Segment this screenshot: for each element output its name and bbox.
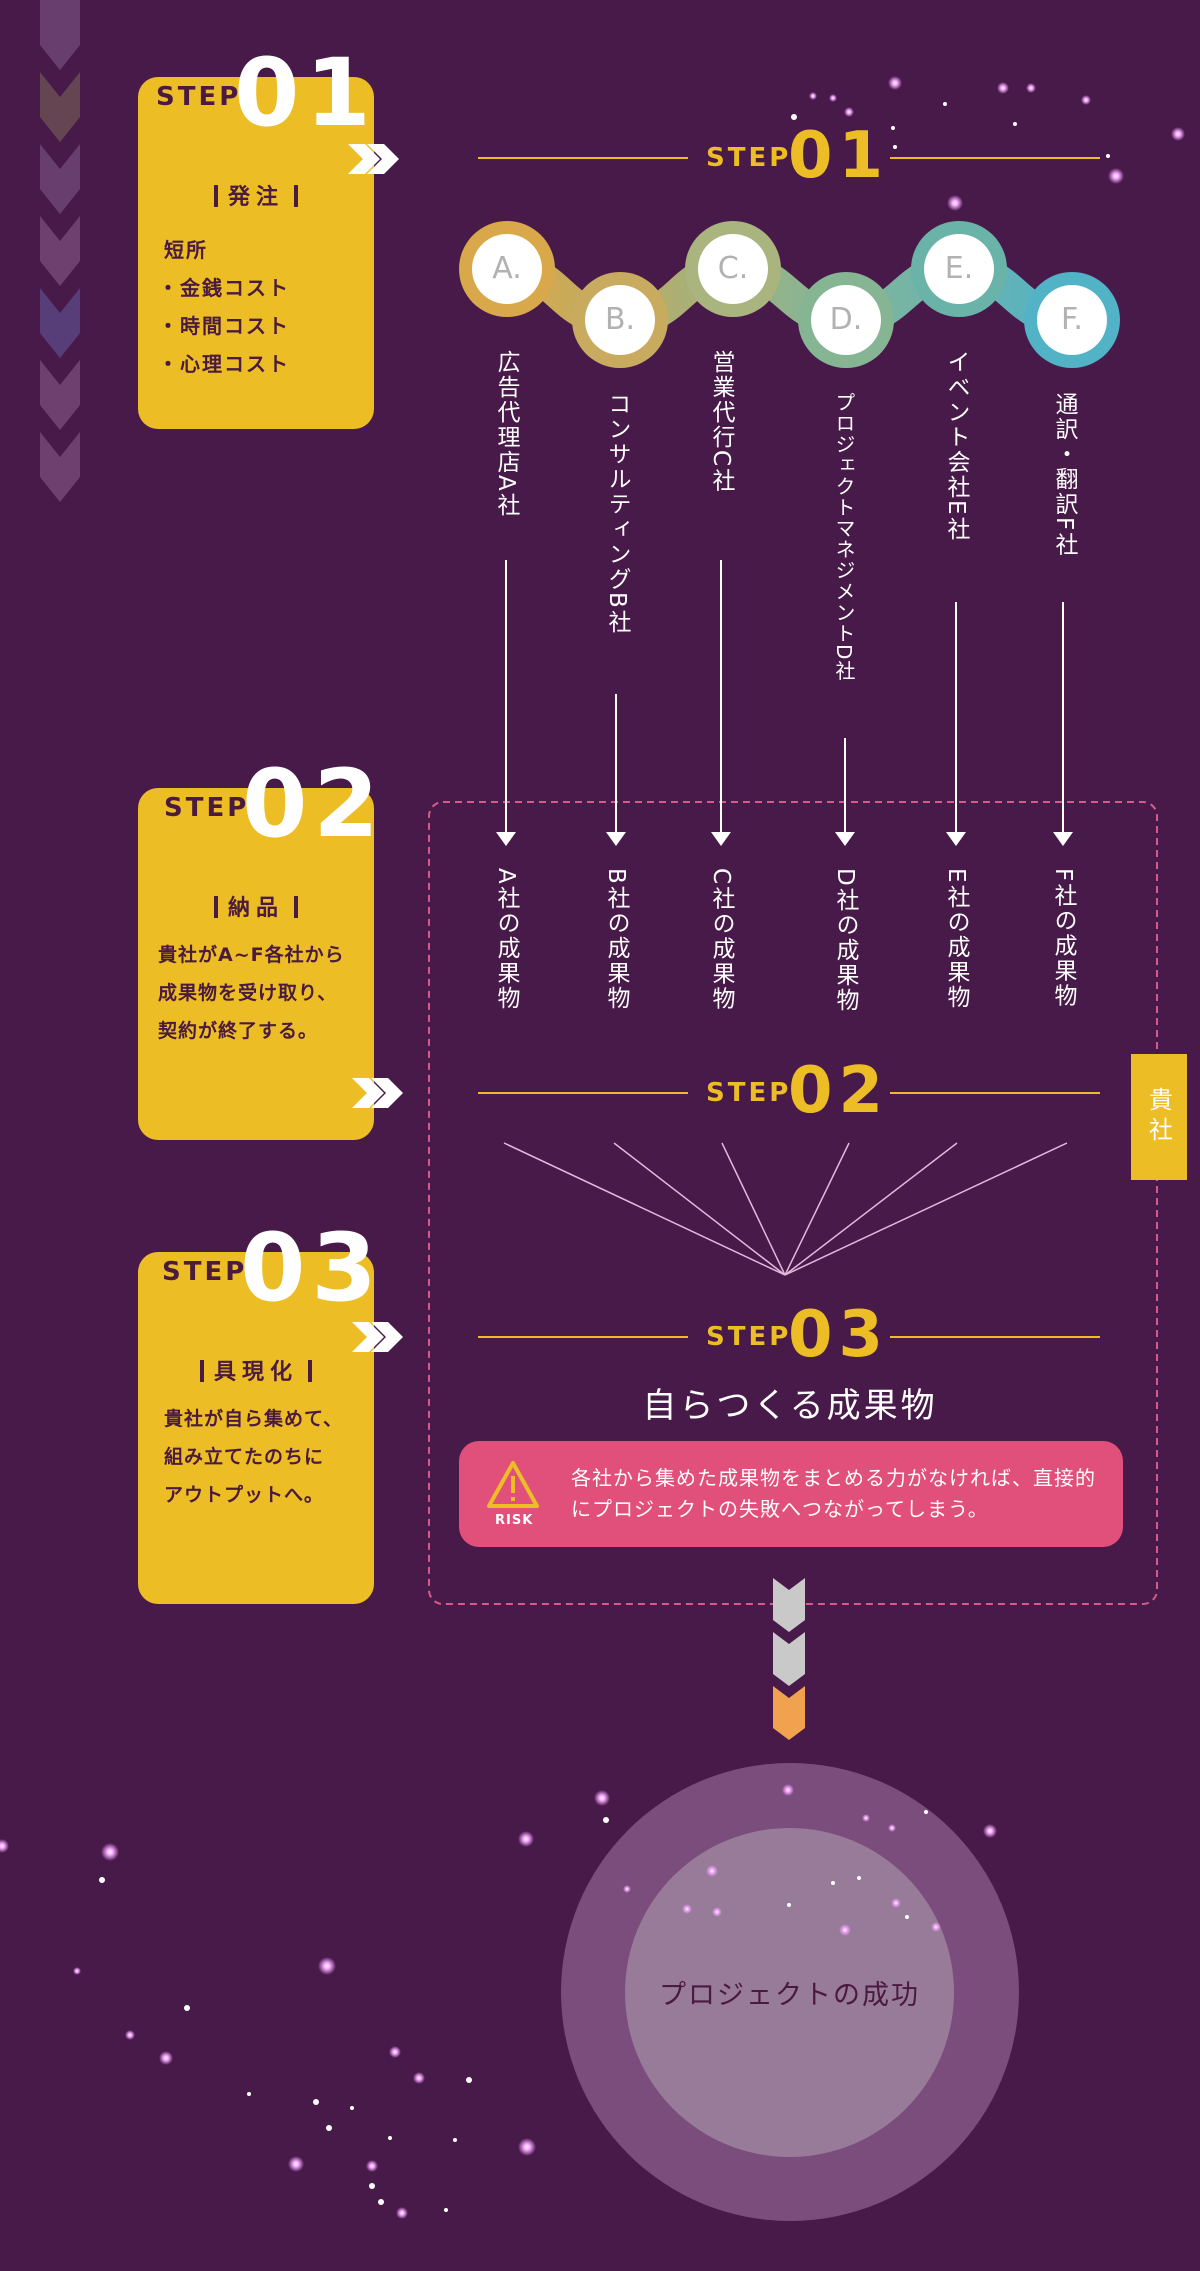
step-number: 02 bbox=[242, 750, 385, 859]
step-01-card: STEP 01 発注 短所 ・金銭コスト ・時間コスト ・心理コスト bbox=[138, 47, 374, 429]
company-letter: C. bbox=[698, 234, 768, 304]
double-chevron-icon bbox=[352, 1078, 403, 1108]
company-name: コンサルティングB社 bbox=[604, 392, 630, 635]
step-number: 01 bbox=[234, 39, 377, 148]
chevron-down-icon bbox=[40, 360, 80, 430]
double-chevron-icon bbox=[352, 1322, 403, 1352]
company-name: イベント会社E社 bbox=[943, 350, 969, 542]
step-label: STEP bbox=[162, 1257, 248, 1287]
step-03-card: STEP 03 具現化 貴社が自ら集めて、 組み立てたのちに アウトプットへ。 bbox=[138, 1222, 377, 1604]
success-inner-circle bbox=[625, 1828, 954, 2157]
chevron-down-icon bbox=[40, 288, 80, 358]
deliverable-label: B社の成果物 bbox=[603, 868, 629, 1011]
company-name: 広告代理店A社 bbox=[493, 350, 519, 518]
client-tab: 貴社 bbox=[1131, 1054, 1187, 1180]
company-name: 営業代行C社 bbox=[708, 350, 734, 494]
sparkles-bottom-left bbox=[0, 1790, 997, 2219]
chevron-down-icon bbox=[40, 432, 80, 502]
step-label: STEP bbox=[164, 793, 250, 823]
company-circle-c: C. bbox=[685, 221, 781, 317]
deliverable-label: E社の成果物 bbox=[943, 868, 969, 1010]
chevron-down-icon bbox=[40, 72, 80, 142]
step-label: STEP bbox=[156, 82, 242, 112]
own-deliverable-title: 自らつくる成果物 bbox=[642, 1386, 938, 1426]
company-circle-b: B. bbox=[572, 272, 668, 368]
sparkles-top-right bbox=[791, 76, 1185, 211]
step-heading: 納品 bbox=[138, 890, 374, 922]
step-description: 貴社がA~F各社から 成果物を受け取り、 契約が終了する。 bbox=[158, 944, 345, 1042]
chevron-down-icon bbox=[40, 0, 80, 70]
company-letter: B. bbox=[585, 285, 655, 355]
double-chevron-icon bbox=[348, 144, 399, 174]
step-heading: 具現化 bbox=[138, 1354, 374, 1386]
chevron-down-icon bbox=[40, 216, 80, 286]
company-letter: D. bbox=[811, 285, 881, 355]
step-description: 短所 ・金銭コスト ・時間コスト ・心理コスト bbox=[158, 238, 290, 376]
warning-icon bbox=[487, 1461, 539, 1508]
deliverable-label: D社の成果物 bbox=[832, 868, 858, 1013]
company-circle-e: E. bbox=[911, 221, 1007, 317]
chevron-down-icon bbox=[773, 1632, 805, 1686]
chevron-down-icon bbox=[773, 1578, 805, 1632]
step-number: 03 bbox=[240, 1214, 383, 1323]
company-letter: F. bbox=[1037, 285, 1107, 355]
chevron-down-icon bbox=[773, 1686, 805, 1740]
deliverable-label: A社の成果物 bbox=[493, 868, 519, 1011]
project-success-label: プロジェクトの成功 bbox=[659, 1980, 920, 2011]
company-circle-d: D. bbox=[798, 272, 894, 368]
chevron-down-icon bbox=[40, 144, 80, 214]
step-description: 貴社が自ら集めて、 組み立てたのちに アウトプットへ。 bbox=[164, 1408, 344, 1506]
step-heading: 発注 bbox=[138, 179, 374, 211]
company-letter: E. bbox=[924, 234, 994, 304]
company-circle-f: F. bbox=[1024, 272, 1120, 368]
deliverable-label: F社の成果物 bbox=[1050, 868, 1076, 1009]
step-02-card: STEP 02 納品 貴社がA~F各社から 成果物を受け取り、 契約が終了する。 bbox=[138, 758, 379, 1140]
deliverable-label: C社の成果物 bbox=[708, 868, 734, 1012]
risk-label: RISK bbox=[495, 1513, 534, 1528]
company-name: 通訳・翻訳F社 bbox=[1051, 392, 1077, 558]
company-letter: A. bbox=[472, 234, 542, 304]
risk-text: 各社から集めた成果物をまとめる力がなければ、直接的にプロジェクトの失敗へつながっ… bbox=[571, 1466, 1096, 1521]
risk-callout: RISK 各社から集めた成果物をまとめる力がなければ、直接的にプロジェクトの失敗… bbox=[459, 1441, 1123, 1547]
company-circle-a: A. bbox=[459, 221, 555, 317]
company-name: プロジェクトマネジメントD社 bbox=[832, 392, 856, 682]
